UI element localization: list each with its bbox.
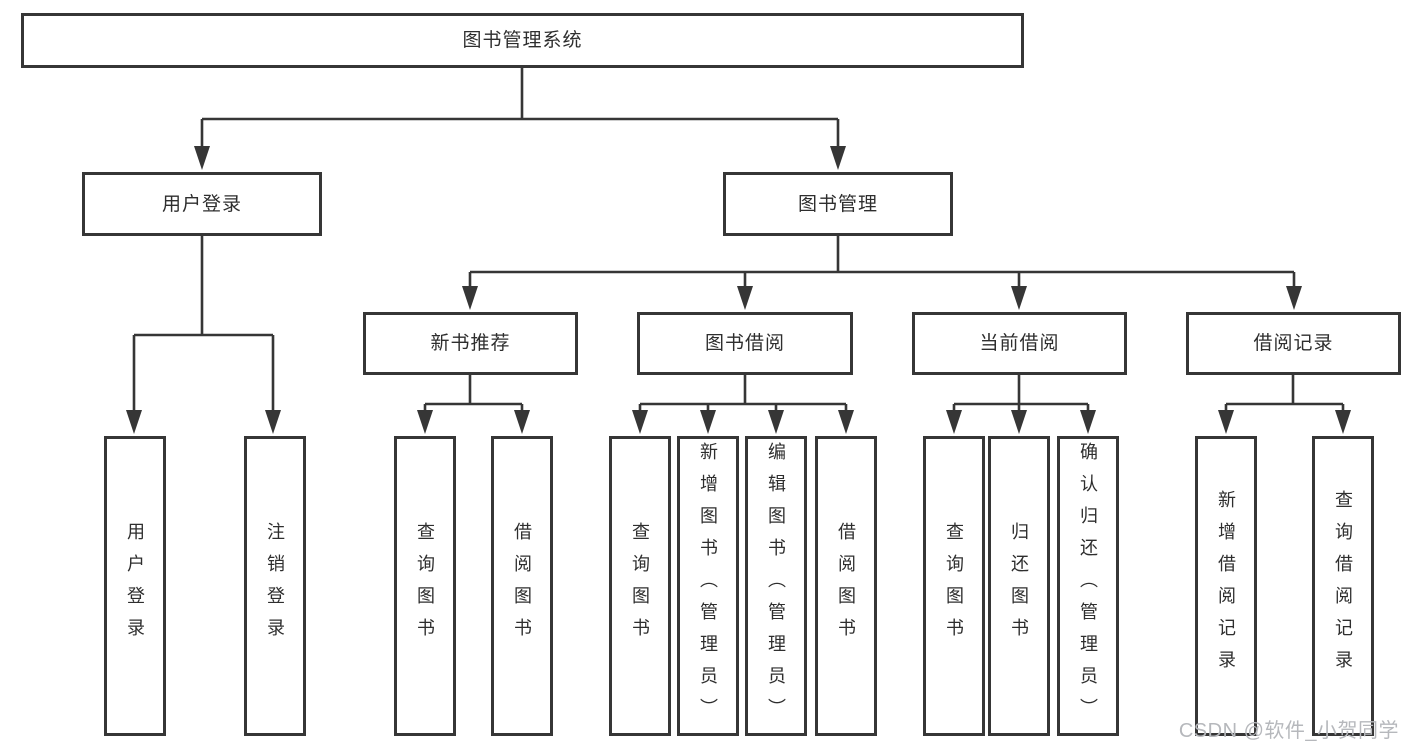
leaf-query-books-current: 查询图书	[923, 436, 985, 736]
leaf-logout-label: 注销登录	[265, 522, 285, 650]
leaf-return-book-label: 归还图书	[1009, 522, 1029, 650]
node-book-borrowing-label: 图书借阅	[704, 333, 785, 354]
node-borrowing-records-label: 借阅记录	[1253, 333, 1334, 354]
leaf-edit-book-admin: 编辑图书（管理员）	[745, 436, 807, 736]
leaf-return-book: 归还图书	[988, 436, 1050, 736]
node-book-borrowing: 图书借阅	[637, 312, 853, 375]
leaf-query-books-recommend: 查询图书	[394, 436, 456, 736]
node-current-borrowing: 当前借阅	[912, 312, 1127, 375]
leaf-add-book-admin: 新增图书（管理员）	[677, 436, 739, 736]
leaf-query-books-borrowing: 查询图书	[609, 436, 671, 736]
leaf-borrow-books-recommend-label: 借阅图书	[512, 522, 532, 650]
leaf-add-borrow-record: 新增借阅记录	[1195, 436, 1257, 736]
node-current-borrowing-label: 当前借阅	[979, 333, 1060, 354]
leaf-query-books-borrowing-label: 查询图书	[630, 522, 650, 650]
leaf-borrow-books-borrowing-label: 借阅图书	[836, 522, 856, 650]
leaf-user-login: 用户登录	[104, 436, 166, 736]
node-new-book-recommend: 新书推荐	[363, 312, 578, 375]
node-book-management: 图书管理	[723, 172, 953, 236]
node-new-book-recommend-label: 新书推荐	[430, 333, 511, 354]
leaf-logout: 注销登录	[244, 436, 306, 736]
csdn-watermark: CSDN @软件_小贺同学	[1178, 720, 1399, 742]
node-system-root: 图书管理系统	[21, 13, 1024, 68]
node-user-login-label: 用户登录	[161, 193, 242, 215]
node-user-login: 用户登录	[82, 172, 322, 236]
node-system-root-label: 图书管理系统	[462, 30, 583, 51]
leaf-query-borrow-record: 查询借阅记录	[1312, 436, 1374, 736]
leaf-confirm-return-admin-label: 确认归还（管理员）	[1078, 442, 1098, 730]
leaf-edit-book-admin-label: 编辑图书（管理员）	[766, 442, 786, 730]
leaf-borrow-books-borrowing: 借阅图书	[815, 436, 877, 736]
node-book-management-label: 图书管理	[797, 193, 878, 215]
leaf-query-borrow-record-label: 查询借阅记录	[1333, 490, 1353, 682]
leaf-add-book-admin-label: 新增图书（管理员）	[698, 442, 718, 730]
leaf-query-books-current-label: 查询图书	[944, 522, 964, 650]
leaf-user-login-label: 用户登录	[125, 522, 145, 650]
leaf-add-borrow-record-label: 新增借阅记录	[1216, 490, 1236, 682]
leaf-query-books-recommend-label: 查询图书	[415, 522, 435, 650]
leaf-confirm-return-admin: 确认归还（管理员）	[1057, 436, 1119, 736]
leaf-borrow-books-recommend: 借阅图书	[491, 436, 553, 736]
node-borrowing-records: 借阅记录	[1186, 312, 1401, 375]
